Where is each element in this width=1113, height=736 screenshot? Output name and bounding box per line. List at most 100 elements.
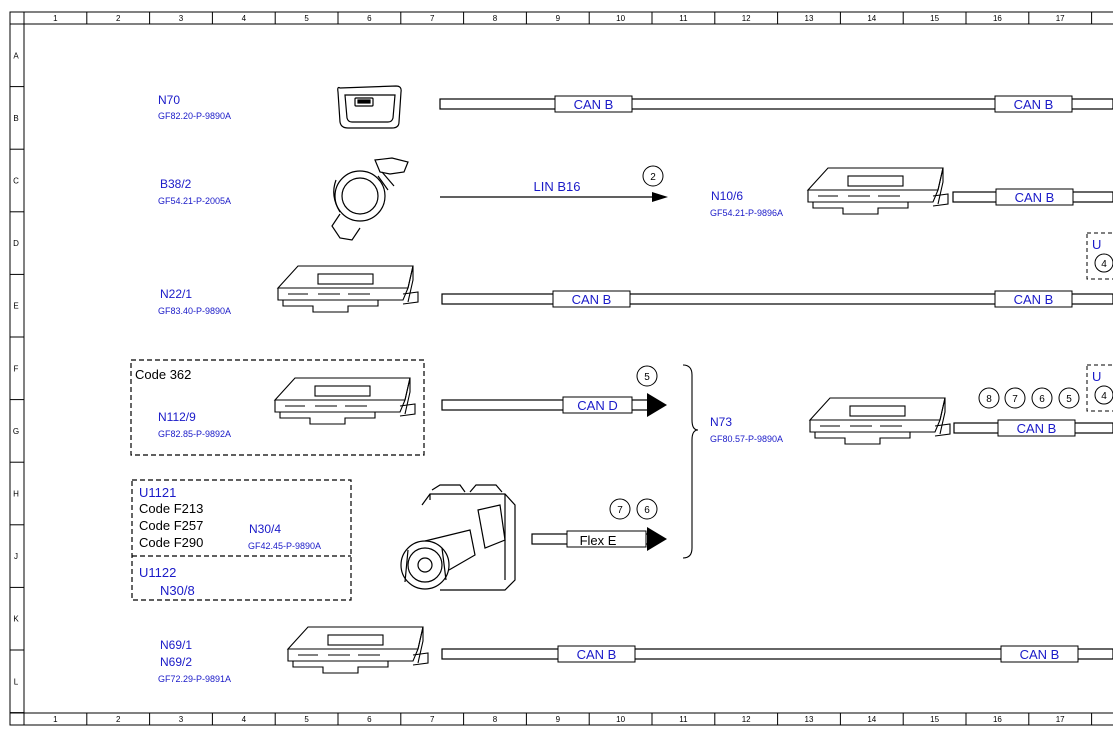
code-f257-label: Code F257 xyxy=(139,518,203,533)
n70-label: N70 xyxy=(158,93,180,107)
b38-2-ref: GF54.21-P-2005A xyxy=(158,196,231,206)
can-b-box xyxy=(1000,645,1079,663)
n73-label: N73 xyxy=(710,415,732,429)
column-number: 2 xyxy=(116,715,121,724)
marker-number: 7 xyxy=(617,505,623,516)
column-number: 6 xyxy=(367,14,372,23)
column-number: 12 xyxy=(742,715,751,724)
can-b-line-n69 xyxy=(441,648,1113,660)
column-number: 7 xyxy=(430,715,435,724)
marker-number: 6 xyxy=(1039,394,1045,405)
control-unit-icon xyxy=(806,167,949,215)
flex-e-box xyxy=(566,530,647,548)
can-b-box xyxy=(554,95,633,113)
marker-number: 5 xyxy=(644,372,650,383)
column-number: 5 xyxy=(304,715,309,724)
n30-4-ref: GF42.45-P-9890A xyxy=(248,541,321,551)
edge-fragment-upper: U 4 xyxy=(1086,232,1113,280)
row-letter: L xyxy=(14,677,19,686)
column-number: 4 xyxy=(242,715,247,724)
svg-text:U: U xyxy=(1092,369,1101,384)
column-number: 7 xyxy=(430,14,435,23)
can-b-label: CAN B xyxy=(1015,190,1055,205)
column-number: 11 xyxy=(679,715,688,724)
can-b-label: CAN B xyxy=(1014,292,1054,307)
can-d-label: CAN D xyxy=(577,398,617,413)
column-number: 1 xyxy=(53,715,58,724)
rain-light-sensor-icon xyxy=(331,157,409,241)
column-number: 9 xyxy=(556,715,561,724)
marker-circle-group: 8 7 6 5 xyxy=(978,387,1080,409)
lin-b16-line xyxy=(440,192,668,202)
n10-6-label: N10/6 xyxy=(711,189,743,203)
column-number: 3 xyxy=(179,715,184,724)
column-number: 8 xyxy=(493,14,498,23)
row-letter: B xyxy=(13,114,18,123)
column-ticks: 1122334455667788991010111112121313141415… xyxy=(53,12,1093,725)
svg-text:U: U xyxy=(1092,237,1101,252)
column-number: 8 xyxy=(493,715,498,724)
code-f213-label: Code F213 xyxy=(139,501,203,516)
n30-8-label: N30/8 xyxy=(160,583,195,598)
marker-number: 8 xyxy=(986,394,992,405)
can-b-label: CAN B xyxy=(574,97,614,112)
row-letter: E xyxy=(13,302,18,311)
marker-number: 2 xyxy=(650,172,656,183)
can-b-label: CAN B xyxy=(577,647,617,662)
usb-socket-icon xyxy=(337,85,402,129)
marker-circle-group: 7 6 xyxy=(609,498,658,520)
can-b-box xyxy=(557,645,636,663)
n69-ref: GF72.29-P-9891A xyxy=(158,674,231,684)
n112-9-label: N112/9 xyxy=(158,410,196,424)
n22-1-ref: GF83.40-P-9890A xyxy=(158,306,231,316)
marker-circle: 5 xyxy=(636,365,658,387)
column-number: 16 xyxy=(993,715,1002,724)
n112-9-ref: GF82.85-P-9892A xyxy=(158,429,231,439)
marker-number: 6 xyxy=(644,505,650,516)
marker-circle: 2 xyxy=(642,165,664,187)
column-number: 13 xyxy=(805,14,814,23)
row-letter: H xyxy=(13,490,19,499)
column-number: 10 xyxy=(616,14,625,23)
can-b-box xyxy=(994,290,1073,308)
can-b-box xyxy=(997,419,1076,437)
control-unit-icon xyxy=(286,626,429,674)
code-f290-label: Code F290 xyxy=(139,535,203,550)
n69-2-label: N69/2 xyxy=(160,655,192,669)
n73-ref: GF80.57-P-9890A xyxy=(710,434,783,444)
control-unit-icon xyxy=(808,397,951,445)
can-b-label: CAN B xyxy=(1014,97,1054,112)
column-number: 15 xyxy=(930,14,939,23)
code-362-group-box xyxy=(130,359,425,456)
control-unit-icon xyxy=(273,377,416,425)
svg-text:4: 4 xyxy=(1101,259,1107,270)
can-b-label: CAN B xyxy=(572,292,612,307)
row-letter: G xyxy=(13,427,19,436)
can-b-line-n70 xyxy=(439,98,1113,110)
row-letter: F xyxy=(14,364,19,373)
can-b-line-n22-1 xyxy=(441,293,1113,305)
column-number: 1 xyxy=(53,14,58,23)
column-number: 11 xyxy=(679,14,688,23)
can-b-box xyxy=(995,188,1074,206)
edge-fragment-lower: U 4 xyxy=(1086,364,1113,412)
column-number: 17 xyxy=(1056,14,1065,23)
lin-b16-label: LIN B16 xyxy=(534,179,581,194)
n22-1-label: N22/1 xyxy=(160,287,192,301)
row-letter: D xyxy=(13,239,19,248)
b38-2-label: B38/2 xyxy=(160,177,192,191)
marker-number: 7 xyxy=(1012,394,1018,405)
column-number: 3 xyxy=(179,14,184,23)
column-number: 14 xyxy=(867,14,876,23)
svg-text:4: 4 xyxy=(1101,391,1107,402)
code-362-label: Code 362 xyxy=(135,367,191,382)
can-d-box xyxy=(562,396,633,414)
column-number: 13 xyxy=(805,715,814,724)
column-number: 14 xyxy=(867,715,876,724)
column-number: 4 xyxy=(242,14,247,23)
column-number: 17 xyxy=(1056,715,1065,724)
row-letter: A xyxy=(13,51,19,60)
n70-ref: GF82.20-P-9890A xyxy=(158,111,231,121)
